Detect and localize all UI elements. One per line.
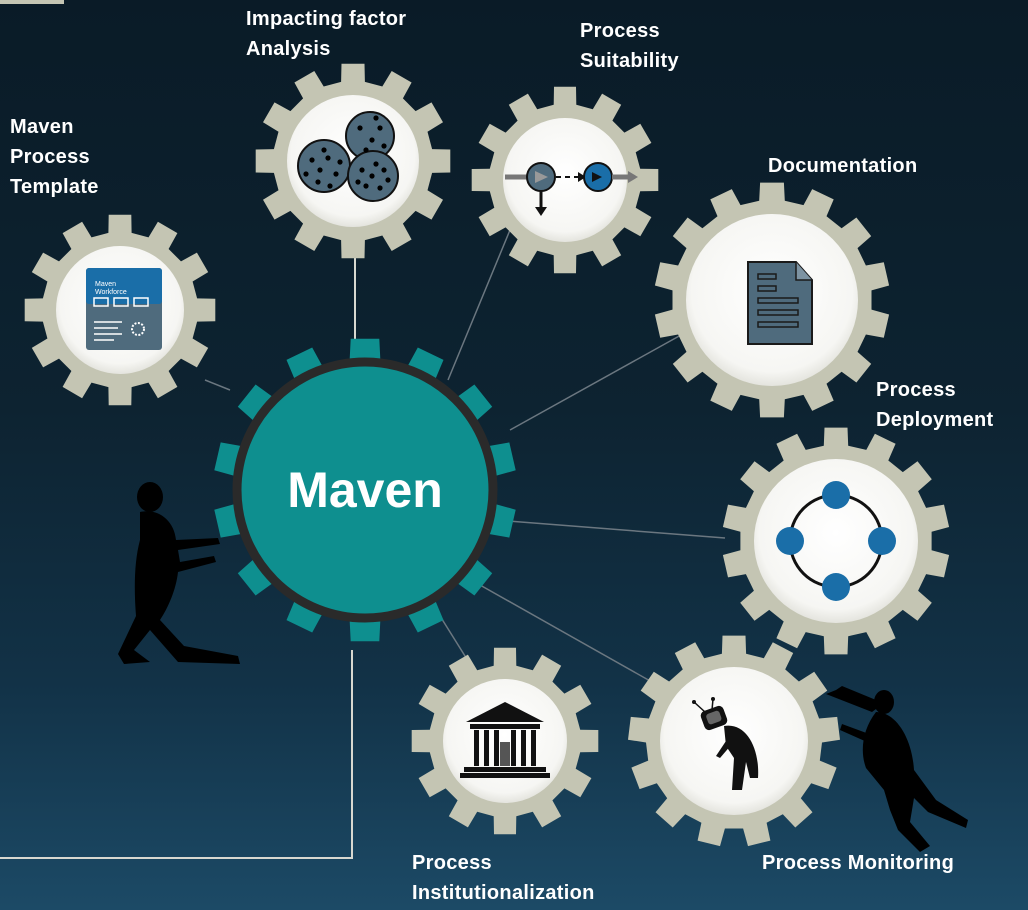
- corner-fragment: [0, 0, 64, 4]
- node-label-impacting-factor-analysis: Impacting factor Analysis: [246, 8, 407, 60]
- connector-suitability: [447, 229, 511, 381]
- network-ring-icon: [776, 481, 896, 601]
- center-gear-label: Maven: [287, 462, 443, 518]
- connector-monitoring: [479, 584, 676, 696]
- node-label-process-monitoring: Process Monitoring: [762, 852, 955, 874]
- node-label-documentation: Documentation: [768, 155, 918, 177]
- gear-process-suitability: [471, 86, 659, 274]
- node-label-process-institutionalization: Process Institutionalization: [412, 852, 595, 904]
- pushing-man-silhouette-right: [826, 686, 968, 852]
- process-flow-icon: [505, 162, 638, 216]
- node-label-process-deployment: Process Deployment: [876, 379, 994, 431]
- pushing-man-silhouette: [118, 482, 240, 664]
- cluster-circles-icon: [297, 111, 399, 202]
- node-label-maven-process-template: Maven Process Template: [10, 116, 99, 198]
- connector-documentation: [509, 329, 691, 431]
- observer-figure-icon: [692, 697, 759, 790]
- gear-process-institutionalization: [411, 647, 599, 835]
- template-icon-title-line2: Workforce: [95, 289, 127, 296]
- connector-template: [204, 379, 231, 391]
- connector-bottom-rail: [0, 650, 353, 859]
- template-icon-title-line1: Maven: [95, 281, 116, 288]
- institution-building-icon: [460, 702, 550, 778]
- document-template-icon: Maven Workforce: [86, 268, 162, 350]
- connector-deployment: [494, 519, 726, 539]
- center-gear: [214, 338, 516, 642]
- gear-process-deployment: [722, 427, 950, 655]
- document-icon: [747, 261, 813, 345]
- node-label-process-suitability: Process Suitability: [580, 20, 679, 72]
